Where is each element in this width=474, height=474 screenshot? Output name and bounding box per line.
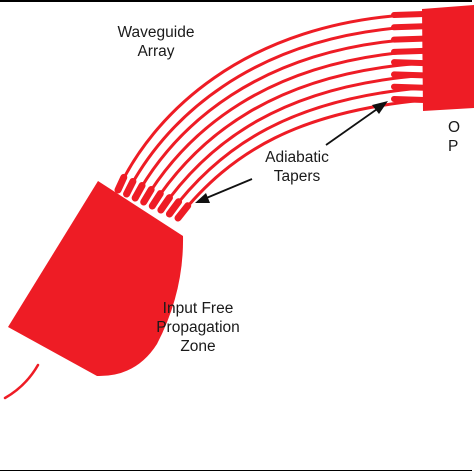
input-free-propagation-zone [8, 181, 184, 377]
waveguide-array [114, 11, 427, 222]
label-line: P [448, 138, 459, 155]
input-taper [114, 173, 128, 194]
output-free-propagation-zone [422, 5, 474, 111]
input-taper [131, 182, 146, 202]
input-taper [157, 194, 173, 214]
label-line: Array [137, 43, 175, 60]
input-taper [165, 198, 183, 218]
waveguide [125, 24, 426, 196]
label-line: O [448, 119, 461, 136]
input-fpz-label: Input Free Propagation Zone [133, 299, 263, 356]
output-taper [391, 23, 427, 31]
input-waveguide [3, 363, 40, 400]
waveguide-array-label: Waveguide Array [96, 23, 216, 61]
arrow-to-output-tapers [325, 101, 388, 146]
arrow-to-input-tapers [195, 178, 253, 203]
label-line: Adiabatic [265, 149, 329, 166]
input-taper [148, 190, 164, 210]
output-taper [391, 96, 427, 103]
output-fpz-label: O P [448, 118, 474, 156]
output-taper [391, 35, 427, 43]
output-taper [391, 83, 427, 91]
output-taper [391, 11, 427, 18]
waveguide [150, 61, 426, 208]
waveguide [159, 73, 426, 212]
label-line: Zone [180, 338, 216, 355]
label-line: Waveguide [117, 24, 195, 41]
input-taper [140, 186, 155, 206]
label-line: Tapers [273, 168, 321, 185]
waveguide [116, 12, 426, 192]
waveguide [142, 49, 426, 204]
waveguide [167, 86, 426, 216]
input-taper [174, 202, 192, 222]
output-taper [391, 59, 427, 67]
output-taper [391, 71, 427, 79]
input-taper [123, 177, 137, 198]
output-taper [391, 47, 427, 55]
waveguide [133, 37, 426, 200]
adiabatic-tapers-label: Adiabatic Tapers [247, 148, 347, 186]
label-line: Propagation [156, 319, 240, 336]
label-line: Input Free [162, 300, 234, 317]
